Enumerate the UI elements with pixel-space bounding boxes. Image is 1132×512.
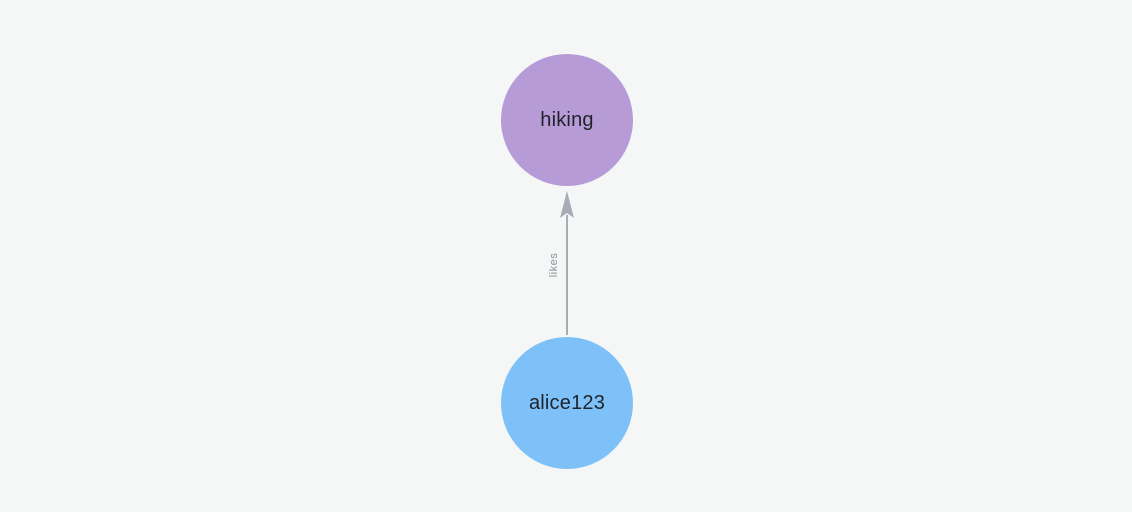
arrowhead-icon [560,191,574,218]
node-hiking[interactable]: hiking [501,54,633,186]
node-hiking-label: hiking [540,108,594,131]
edge-likes-arrow[interactable] [555,185,579,340]
edge-likes-label: likes [548,252,560,278]
node-alice123-label: alice123 [528,391,606,414]
node-alice123[interactable]: alice123 [501,337,633,469]
